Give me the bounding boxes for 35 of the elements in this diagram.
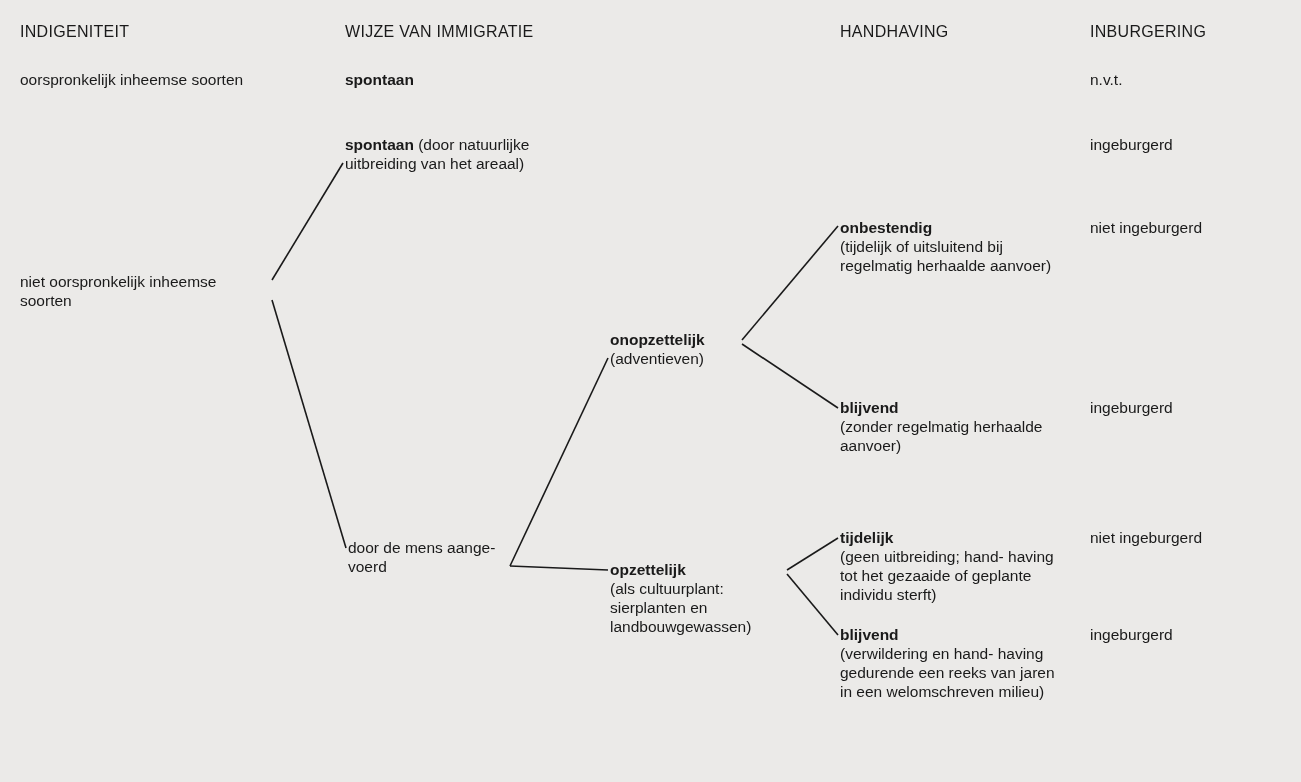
category-text: niet oorspronkelijk inheemse soorten xyxy=(20,272,270,310)
connector-line xyxy=(509,565,609,571)
category-description: (geen uitbreiding; hand- having tot het gezaaide of geplante individu sterft) xyxy=(840,547,1055,604)
status-text: niet ingeburgerd xyxy=(1090,528,1203,547)
category-heading: blijvend xyxy=(840,625,900,644)
connector-line xyxy=(786,573,839,636)
category-heading: onopzettelijk xyxy=(610,330,706,349)
category-text: spontaan (door natuurlijke uitbreiding van het areaal) xyxy=(345,135,605,173)
status-text: ingeburgerd xyxy=(1090,135,1173,154)
column-header: INBURGERING xyxy=(1090,22,1207,41)
category-heading: tijdelijk xyxy=(840,528,895,547)
connector-line xyxy=(741,225,839,341)
category-text: spontaan xyxy=(345,70,414,89)
category-text: oorspronkelijk inheemse soorten xyxy=(20,70,245,89)
category-description: (verwildering en hand- having gedurende een reeks van jaren in een welomschreven milieu) xyxy=(840,644,1056,701)
category-text: door de mens aange- voerd xyxy=(348,538,508,576)
category-heading: opzettelijk xyxy=(610,560,687,579)
category-heading: onbestendig xyxy=(840,218,934,237)
category-description: (adventieven) xyxy=(610,349,705,368)
connector-line xyxy=(271,299,347,549)
category-description: (zonder regelmatig herhaalde aanvoer) xyxy=(840,417,1044,455)
category-description: (tijdelijk of uitsluitend bij regelmatig herhaalde aanvoer) xyxy=(840,237,1053,275)
connector-line xyxy=(786,537,839,571)
connector-line xyxy=(509,357,609,567)
category-heading: blijvend xyxy=(840,398,900,417)
status-text: ingeburgerd xyxy=(1090,625,1173,644)
column-header: WIJZE VAN IMMIGRATIE xyxy=(345,22,534,41)
status-text: niet ingeburgerd xyxy=(1090,218,1203,237)
connector-line xyxy=(271,162,344,281)
column-header: INDIGENITEIT xyxy=(20,22,130,41)
connector-line xyxy=(741,343,839,409)
status-text: n.v.t. xyxy=(1090,70,1123,89)
category-description: (als cultuurplant: sierplanten en landbouwgewassen) xyxy=(610,579,753,636)
column-header: HANDHAVING xyxy=(840,22,949,41)
status-text: ingeburgerd xyxy=(1090,398,1173,417)
